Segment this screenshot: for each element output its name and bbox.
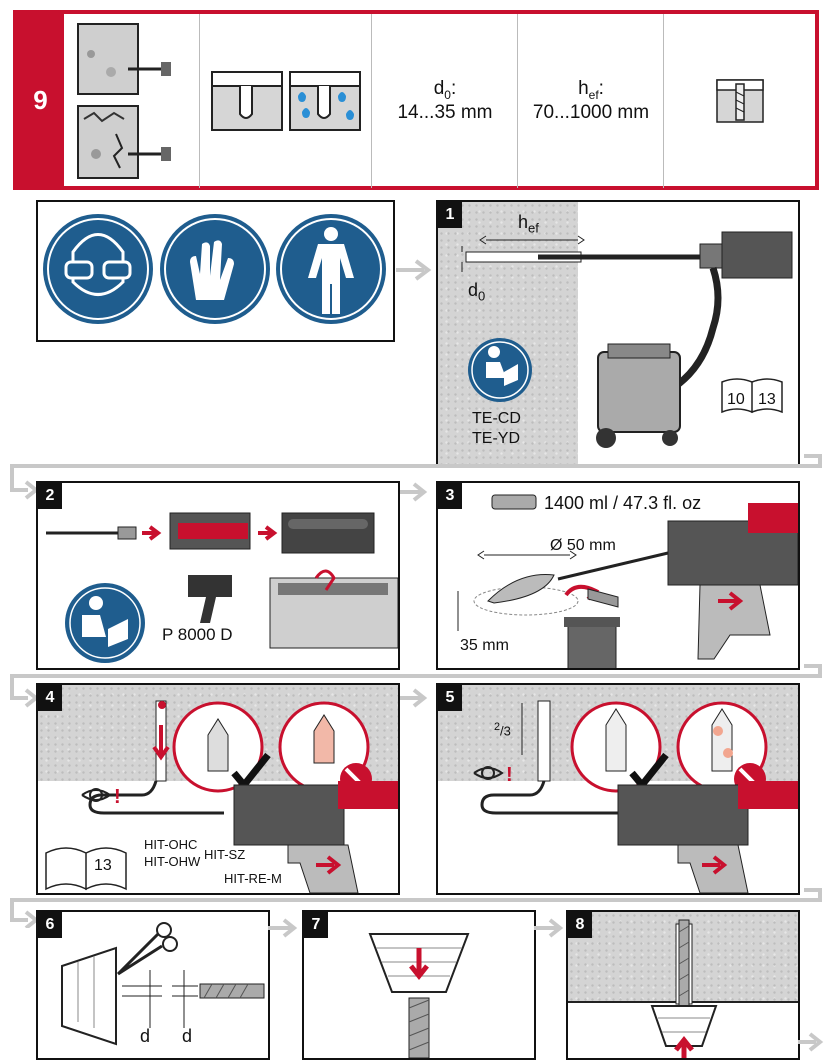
step-number: 9 (33, 84, 48, 115)
diameter-label-2: d (182, 1026, 193, 1046)
step-3-panel: 3 1400 ml / 47.3 fl. oz Ø 50 mm 35 mm (436, 481, 800, 670)
tool-te-yd: TE-YD (472, 430, 520, 447)
step-1-number: 1 (438, 202, 462, 228)
step-5-number: 5 (438, 685, 462, 711)
step-1-panel: 1 hef d0 TE-CD TE-YD 10 13 (436, 200, 800, 466)
step-1-hef: hef (518, 212, 539, 236)
step-8-panel: 8 (566, 910, 800, 1060)
accessory-hit-sz: HIT-SZ (204, 847, 246, 862)
step-2-panel: 2 P 8000 D (36, 481, 400, 670)
discard-depth: 35 mm (460, 637, 509, 654)
base-material-icon (77, 23, 171, 179)
goggles-icon (43, 214, 153, 324)
step-6-number: 6 (38, 912, 62, 938)
fill-level-illustration: ! (473, 700, 798, 893)
hole-condition-icon (211, 71, 361, 131)
accessory-hit-re-m: HIT-RE-M (224, 871, 282, 886)
fill-hole-illustration: ! (45, 700, 398, 893)
step-3-number: 3 (438, 483, 462, 509)
fill-fraction: 2/3 (494, 721, 511, 739)
manual-page-left: 10 (727, 391, 745, 408)
ppe-panel (36, 200, 395, 342)
step-number-badge: 9 (17, 14, 64, 186)
d0-range: 14...35 mm (397, 101, 493, 123)
step-4-panel: 4 ! 13 HIT-OHC HIT-OHW HIT-SZ HIT-RE-M (36, 683, 400, 895)
flow-arrow-icon (396, 259, 432, 281)
concrete-block (438, 202, 578, 464)
svg-text:!: ! (114, 786, 121, 808)
drilling-illustration (461, 231, 793, 448)
hef-range: 70...1000 mm (532, 101, 650, 123)
base-material-cell (66, 14, 199, 186)
manual-page-right: 13 (758, 391, 776, 408)
step-2-number: 2 (38, 483, 62, 509)
hef-label: hef: (578, 78, 604, 102)
flow-arrow-icon (798, 1032, 824, 1052)
rebar-anchor-icon (716, 79, 764, 123)
step-1-d0: d0 (468, 280, 486, 304)
tool-te-cd: TE-CD (472, 410, 521, 427)
gloves-icon (160, 214, 270, 324)
ppe-icons (43, 214, 386, 324)
cartridge-assembly-illustration (46, 512, 398, 663)
accessory-hit-ohw: HIT-OHW (144, 854, 201, 869)
diameter-label-1: d (140, 1026, 151, 1046)
flow-arrow-icon (534, 918, 564, 938)
insert-sleeve-illustration (368, 933, 470, 1058)
step-7-panel: 7 (302, 910, 536, 1060)
header-band: 9 d0: 14... (13, 10, 819, 190)
protective-suit-icon (276, 214, 386, 324)
anchor-type-cell (663, 14, 816, 188)
d0-range-cell: d0: 14...35 mm (371, 14, 518, 188)
overhead-insertion-illustration (568, 919, 798, 1058)
step-8-number: 8 (568, 912, 592, 938)
step-7-number: 7 (304, 912, 328, 938)
hole-condition-cell (199, 14, 372, 188)
hef-range-cell: hef: 70...1000 mm (517, 14, 664, 188)
accessory-hit-ohc: HIT-OHC (144, 837, 198, 852)
step-4-number: 4 (38, 685, 62, 711)
step-5-panel: 5 ! 2/3 (436, 683, 800, 895)
step-6-panel: 6 d d (36, 910, 270, 1060)
cartridge-volume: 1400 ml / 47.3 fl. oz (544, 493, 702, 513)
cut-sleeve-illustration (61, 922, 265, 1046)
dispenser-label: P 8000 D (162, 625, 233, 644)
discard-diameter: Ø 50 mm (550, 537, 616, 554)
flow-arrow-icon (268, 918, 298, 938)
d0-label: d0: (433, 78, 457, 102)
step-4-manual-page: 13 (94, 857, 112, 874)
svg-text:!: ! (506, 764, 513, 786)
discard-illustration (457, 494, 798, 668)
